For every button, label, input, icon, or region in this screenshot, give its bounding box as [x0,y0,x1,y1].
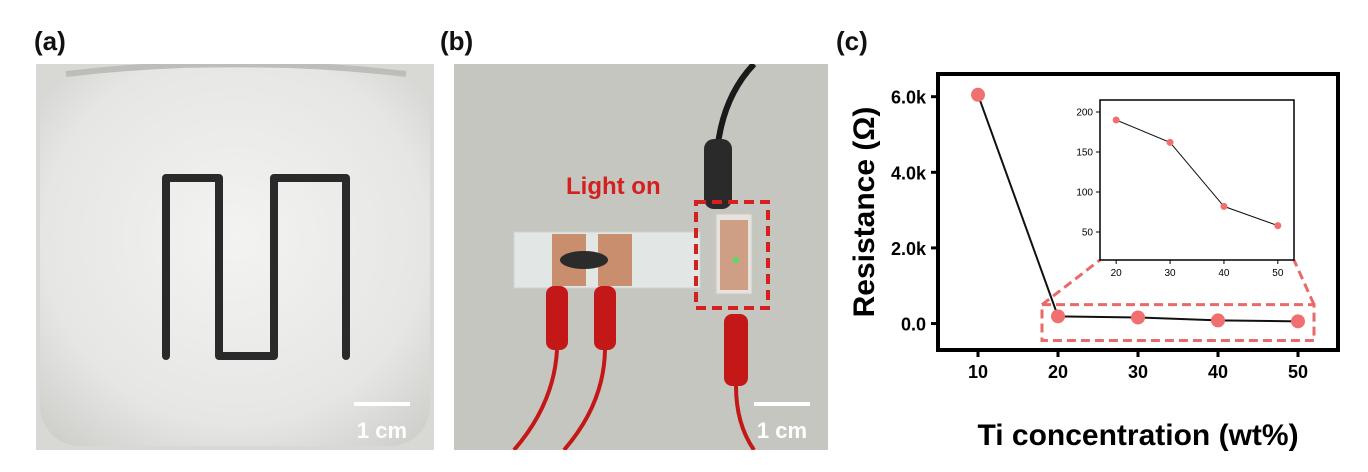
x-tick-label-50: 50 [1288,362,1308,382]
inset-data-series [1112,116,1282,230]
panel-label-c: (c) [836,26,868,56]
zoom-connector-left [1041,258,1101,306]
main-point-40 [1211,313,1225,328]
zoom-indicator [1040,258,1316,343]
inset-plot-area: 20 30 40 50 50 100 150 200 [1076,99,1295,279]
black-clip [704,139,732,209]
meander-photo-svg: 1 cm [36,64,434,450]
main-point-10 [971,87,985,102]
scale-bar-label-b: 1 cm [757,418,807,443]
light-on-annotation: Light on [566,173,661,200]
scale-bar-a [354,402,410,406]
x-tick-label-20: 20 [1048,362,1068,382]
petri-dish [40,68,430,446]
scale-bar-label-a: 1 cm [357,418,407,443]
red-clip-2 [594,286,616,350]
x-tick-label-10: 10 [968,362,988,382]
inset-point-40 [1220,202,1228,210]
inset-point-50 [1274,222,1282,230]
inset-y-tick-label-200: 200 [1076,108,1093,119]
circuit-photo-svg: Light on 1 cm [454,64,828,450]
x-tick-label-30: 30 [1128,362,1148,382]
led-light [733,257,739,263]
red-clip-1 [546,286,568,350]
y-tick-label-2000: 2.0k [891,239,927,259]
zoom-connector-right [1292,259,1316,306]
y-tick-label-0: 0.0 [901,315,926,335]
panel-label-a: (a) [34,26,66,56]
inset-y-tick-label-100: 100 [1076,188,1093,199]
main-point-50 [1291,314,1305,329]
photo-meander-pattern: 1 cm [36,64,434,450]
inset-frame [1099,99,1295,261]
main-point-30 [1131,310,1145,325]
inset-y-tick-label-50: 50 [1082,228,1094,239]
x-tick-label-40: 40 [1208,362,1228,382]
inset-y-tick-label-150: 150 [1076,148,1093,159]
y-axis-label: Resistance (Ω) [848,107,881,318]
x-axis-label: Ti concentration (wt%) [977,419,1298,452]
main-data-series [971,87,1305,329]
inset-point-20 [1112,116,1120,124]
inset-x-tick-label-50: 50 [1272,268,1284,279]
inset-series-line [1115,119,1279,227]
inset-point-30 [1166,138,1174,146]
inset-x-tick-label-40: 40 [1218,268,1230,279]
red-clip-3 [724,314,748,386]
scale-bar-b [754,402,810,406]
zoom-region-box [1040,303,1316,343]
inset-x-tick-label-20: 20 [1111,268,1123,279]
y-tick-label-6000: 6.0k [891,88,927,108]
printed-meander-trace [162,174,350,360]
main-plot-area: 10 20 30 40 50 0.0 2.0k 4.0k 6.0k [891,72,1340,382]
panel-label-b: (b) [440,26,474,56]
inset-x-tick-label-30: 30 [1164,268,1176,279]
photo-led-circuit: Light on 1 cm [454,64,828,450]
device-chip [560,251,608,269]
light-on-highlight-box [694,200,770,310]
main-point-20 [1051,309,1065,324]
y-tick-label-4000: 4.0k [891,163,927,183]
